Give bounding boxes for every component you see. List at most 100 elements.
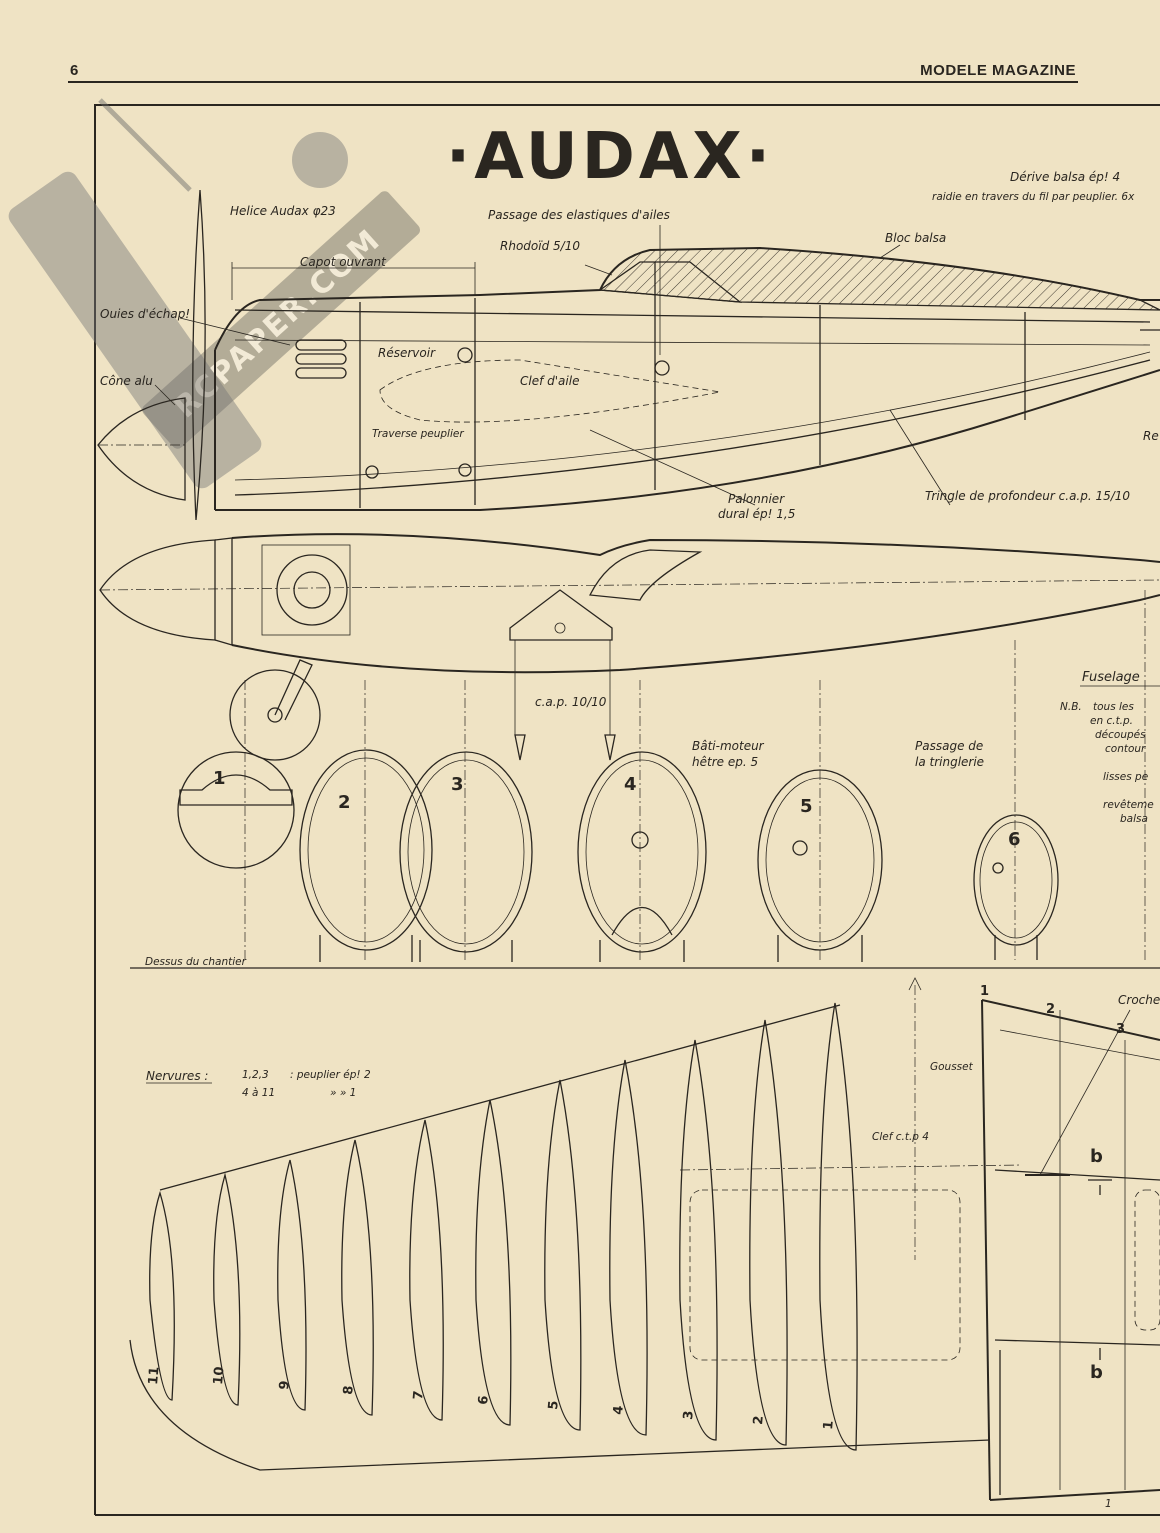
label-clef-aile: Clef d'aile xyxy=(520,374,579,388)
spar-outline-dashed xyxy=(689,1189,961,1361)
wing-root-dashed xyxy=(379,359,721,423)
notes-line-3: découpés xyxy=(1095,729,1146,741)
magazine-title: MODELE MAGAZINE xyxy=(920,62,1076,79)
label-ouies: Ouies d'échap! xyxy=(100,307,190,321)
notes-line-2: en c.t.p. xyxy=(1090,715,1133,727)
svg-text:4: 4 xyxy=(611,1405,627,1415)
label-plan-3: 3 xyxy=(1116,1022,1125,1037)
canopy xyxy=(598,261,743,303)
plan-border xyxy=(94,104,1160,1515)
engine-mount-circle xyxy=(276,554,348,626)
former-1-number: 1 xyxy=(213,768,226,789)
rib-1: 1 xyxy=(819,1002,858,1451)
label-helice: Helice Audax φ23 xyxy=(230,204,336,218)
svg-text:10: 10 xyxy=(211,1366,228,1385)
label-capot: Capot ouvrant xyxy=(300,255,387,269)
label-nervures: Nervures : xyxy=(146,1069,208,1083)
notes-line-1: tous les xyxy=(1093,701,1134,713)
transmitter-watermark-icon xyxy=(8,98,348,489)
label-bati-2: hêtre ep. 5 xyxy=(692,755,758,769)
label-ribs-spec2-mat: » » 1 xyxy=(330,1087,356,1099)
label-cone: Cône alu xyxy=(100,374,153,388)
svg-text:5: 5 xyxy=(546,1400,562,1410)
wing-plan-view xyxy=(981,999,1160,1501)
label-section-b-bottom: b xyxy=(1090,1362,1103,1383)
page-number: 6 xyxy=(70,62,79,79)
label-plan-1: 1 xyxy=(980,984,989,999)
label-cap: c.a.p. 10/10 xyxy=(535,695,607,709)
label-reservoir: Réservoir xyxy=(378,346,436,360)
rib-7: 7 xyxy=(409,1119,444,1421)
fuselage-side-view xyxy=(97,189,1160,521)
fuselage-formers: 1 2 3 xyxy=(177,749,1059,962)
spinner-top xyxy=(99,539,216,641)
label-re: Re xyxy=(1143,429,1159,443)
exhaust-louvers xyxy=(295,339,347,379)
rib-5: 5 xyxy=(544,1079,582,1431)
label-plan-1b: 1 xyxy=(1105,1498,1112,1510)
svg-text:2: 2 xyxy=(751,1415,767,1425)
label-bloc-balsa: Bloc balsa xyxy=(885,231,946,245)
rib-4: 4 xyxy=(609,1059,648,1436)
svg-text:3: 3 xyxy=(681,1410,697,1420)
fuselage-bottom-line xyxy=(215,369,1160,511)
label-bati-1: Bâti-moteur xyxy=(692,739,765,753)
former-5-number: 5 xyxy=(800,796,813,817)
rib-9: 9 xyxy=(277,1159,307,1411)
label-palonnier-1: Palonnier xyxy=(728,492,785,506)
rib-2: 2 xyxy=(749,1019,788,1446)
label-passage-tringlerie-2: la tringlerie xyxy=(915,755,984,769)
wing-ribs: 11 10 9 8 7 6 5 4 3 2 1 xyxy=(146,1002,858,1451)
landing-wheel xyxy=(229,669,321,761)
plan-title: ·AUDAX· xyxy=(446,120,774,194)
former-2-number: 2 xyxy=(338,792,351,813)
svg-text:9: 9 xyxy=(277,1380,293,1390)
former-5: 5 xyxy=(757,769,883,962)
notes-fuselage-heading: Fuselage xyxy=(1082,670,1140,685)
label-clef: Clef c.t.p 4 xyxy=(872,1131,929,1143)
label-crochet: Croche xyxy=(1118,993,1160,1007)
label-ribs-spec1-mat: : peuplier ép! 2 xyxy=(290,1069,371,1081)
former-2: 2 xyxy=(299,749,433,962)
notes-line-7: balsa xyxy=(1120,813,1148,825)
palonnier-plate xyxy=(509,589,613,641)
label-section-b-top: b xyxy=(1090,1146,1103,1167)
spinner-cone xyxy=(97,397,186,501)
cockpit-top xyxy=(588,549,703,601)
fuselage-top-view xyxy=(99,533,1160,960)
label-passage-tringlerie-1: Passage de xyxy=(915,739,983,753)
rib-10: 10 xyxy=(211,1172,241,1406)
label-ribs-spec1-nums: 1,2,3 xyxy=(242,1069,269,1081)
label-ribs-spec2-nums: 4 à 11 xyxy=(242,1087,275,1099)
notes-nb: N.B. xyxy=(1060,701,1082,713)
notes-line-4: contour xyxy=(1105,743,1146,755)
former-4-number: 4 xyxy=(624,774,637,795)
notes-line-6: revêteme xyxy=(1103,799,1154,811)
label-rhodoid: Rhodoïd 5/10 xyxy=(500,239,580,253)
label-gousset: Gousset xyxy=(930,1061,974,1073)
label-dessus: Dessus du chantier xyxy=(145,956,247,968)
landing-leg xyxy=(274,659,313,721)
label-traverse: Traverse peuplier xyxy=(372,428,464,440)
label-palonnier-2: dural ép! 1,5 xyxy=(718,507,795,521)
rib-3: 3 xyxy=(679,1039,718,1441)
label-passage-elastiques: Passage des elastiques d'ailes xyxy=(488,208,670,222)
label-tringle: Tringle de profondeur c.a.p. 15/10 xyxy=(925,489,1130,503)
rib-6: 6 xyxy=(475,1099,512,1426)
label-derive-2: raidie en travers du fil par peuplier. 6… xyxy=(932,191,1135,203)
former-3-number: 3 xyxy=(451,774,464,795)
rib-taper-line xyxy=(159,1004,841,1191)
rib-11: 11 xyxy=(146,1190,175,1401)
svg-text:1: 1 xyxy=(821,1420,837,1430)
svg-text:7: 7 xyxy=(411,1390,427,1400)
former-6-number: 6 xyxy=(1008,829,1021,850)
former-4: 4 xyxy=(577,751,707,962)
notes-line-5: lisses pe xyxy=(1103,771,1148,783)
former-6: 6 xyxy=(973,814,1059,960)
former-1: 1 xyxy=(177,751,295,869)
svg-text:6: 6 xyxy=(476,1395,492,1405)
former-3: 3 xyxy=(399,751,533,962)
rib-8: 8 xyxy=(341,1139,374,1416)
